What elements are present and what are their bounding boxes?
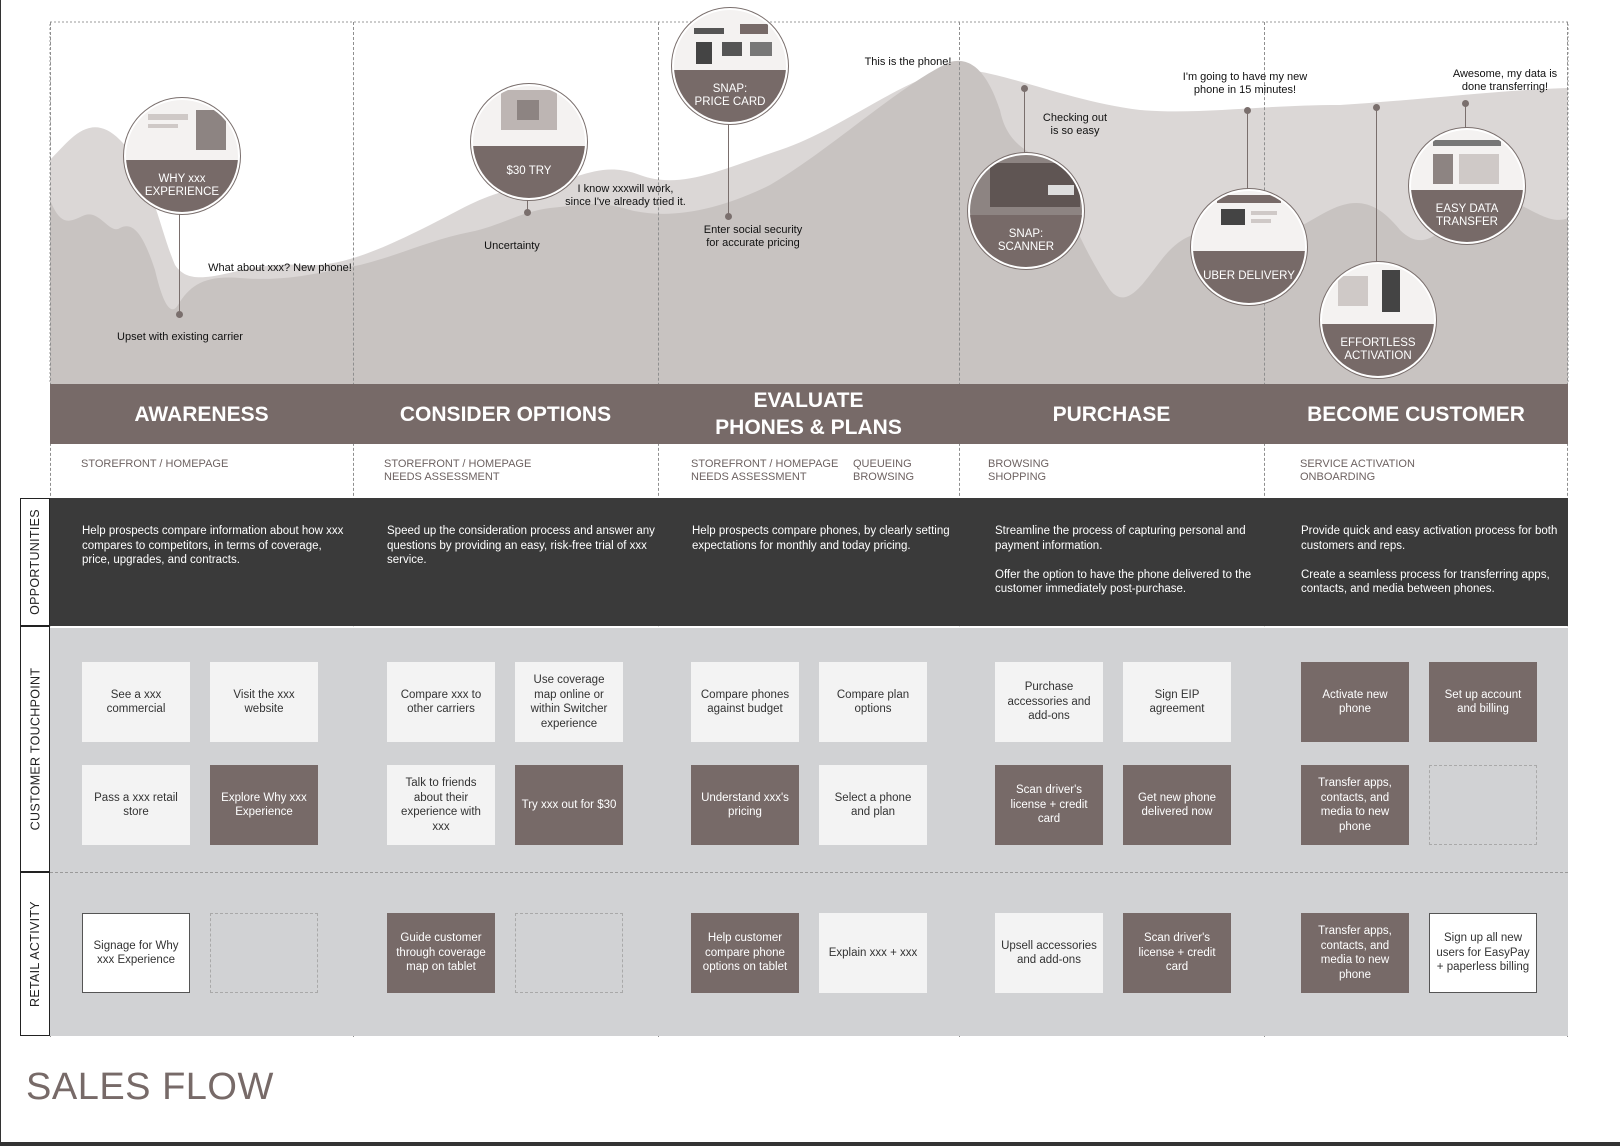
touchpoint-card[interactable]: Purchase accessories and add-ons (995, 662, 1103, 742)
annotation-fifteen-min: I'm going to have my new phone in 15 min… (1182, 71, 1308, 96)
opportunity-text: Help prospects compare phones, by clearl… (692, 525, 950, 552)
annotation-what-about: What about xxx? New phone! (208, 262, 352, 274)
touchpoint-card[interactable]: Get new phone delivered now (1123, 765, 1231, 845)
annotation-upset: Upset with existing carrier (117, 331, 243, 343)
bubble-stem (179, 210, 180, 313)
retail-card[interactable]: Explain xxx + xxx (819, 913, 927, 993)
touchpoint-card[interactable]: Scan driver's license + credit card (995, 765, 1103, 845)
touchpoint-card[interactable]: Activate new phone (1301, 662, 1409, 742)
touchpoint-card[interactable]: Try xxx out for $30 (515, 765, 623, 845)
touchpoint-card[interactable]: Talk to friends about their experience w… (387, 765, 495, 845)
touchpoint-card[interactable]: Compare plan options (819, 662, 927, 742)
phase-evaluate: EVALUATE PHONES & PLANS (715, 389, 902, 439)
annotation-uncertainty: Uncertainty (484, 240, 540, 252)
screenshot-thumbnail (1193, 191, 1305, 254)
moment-dot (524, 209, 531, 216)
empty-card-slot (210, 913, 318, 993)
channel-label: STOREFRONT / HOMEPAGE (81, 458, 229, 470)
channel-label: SERVICE ACTIVATION ONBOARDING (1300, 458, 1415, 483)
annotation-checking-out: Checking out is so easy (1042, 112, 1108, 137)
channel-label: BROWSING SHOPPING (988, 458, 1050, 483)
page-title: SALES FLOW (26, 1066, 274, 1108)
bubble-label: SNAP: SCANNER (970, 215, 1082, 267)
phase-purchase: PURCHASE (1052, 402, 1171, 426)
bubble-scanner[interactable]: SNAP: SCANNER (968, 153, 1084, 269)
bubble-label: WHY xxx EXPERIENCE (126, 160, 238, 212)
bubble-stem (1376, 108, 1377, 262)
phase-awareness: AWARENESS (134, 402, 269, 426)
screenshot-thumbnail (674, 10, 786, 73)
moment-dot (1373, 104, 1380, 111)
empty-card-slot (515, 913, 623, 993)
screenshot-thumbnail (970, 155, 1082, 218)
opportunity-text: Help prospects compare information about… (82, 525, 344, 566)
touchpoint-card[interactable]: Compare phones against budget (691, 662, 799, 742)
annotation-this-is: This is the phone! (864, 56, 952, 68)
retail-card[interactable]: Upsell accessories and add-ons (995, 913, 1103, 993)
annotation-enter-ssn: Enter social security for accurate prici… (703, 224, 803, 249)
touchpoint-card[interactable]: Explore Why xxx Experience (210, 765, 318, 845)
retail-card[interactable]: Help customer compare phone options on t… (691, 913, 799, 993)
screenshot-thumbnail (126, 100, 238, 163)
bubble-uber-delivery[interactable]: UBER DELIVERY (1191, 189, 1307, 305)
retail-card[interactable]: Scan driver's license + credit card (1123, 913, 1231, 993)
moment-dot (1021, 85, 1028, 92)
moment-dot (725, 213, 732, 220)
row-label-touchpoint: CUSTOMER TOUCHPOINT (20, 626, 50, 872)
bubble-easy-data-transfer[interactable]: EASY DATA TRANSFER (1409, 128, 1525, 244)
row-label-retail: RETAIL ACTIVITY (20, 872, 50, 1036)
bubble-price-card[interactable]: SNAP: PRICE CARD (672, 8, 788, 124)
touchpoint-card[interactable]: Transfer apps, contacts, and media to ne… (1301, 765, 1409, 845)
bubble-label: EFFORTLESS ACTIVATION (1322, 324, 1434, 376)
touchpoint-card[interactable]: See a xxx commercial (82, 662, 190, 742)
screenshot-thumbnail (1411, 130, 1523, 193)
bubble-label: $30 TRY (473, 146, 585, 198)
emotion-journey-chart (49, 21, 1569, 384)
bubble-label: UBER DELIVERY (1193, 251, 1305, 303)
retail-card[interactable]: Sign up all new users for EasyPay + pape… (1429, 913, 1537, 993)
touchpoint-card[interactable]: Compare xxx to other carriers (387, 662, 495, 742)
moment-dot (1462, 100, 1469, 107)
retail-card[interactable]: Signage for Why xxx Experience (82, 913, 190, 993)
moment-dot (176, 311, 183, 318)
touchpoint-card[interactable]: Use coverage map online or within Switch… (515, 662, 623, 742)
phase-band (50, 384, 1568, 444)
row-divider (50, 872, 1568, 873)
bubble-stem (1465, 104, 1466, 128)
touchpoint-card[interactable]: Pass a xxx retail store (82, 765, 190, 845)
opportunities-band (50, 498, 1568, 626)
row-label-opportunities: OPPORTUNITIES (20, 498, 50, 626)
phase-consider-options: CONSIDER OPTIONS (399, 402, 612, 426)
channel-label: STOREFRONT / HOMEPAGE NEEDS ASSESSMENT (691, 458, 839, 483)
phase-become-customer: BECOME CUSTOMER (1307, 402, 1525, 426)
touchpoint-card[interactable]: Understand xxx's pricing (691, 765, 799, 845)
touchpoint-card[interactable]: Sign EIP agreement (1123, 662, 1231, 742)
bubble-effortless-activation[interactable]: EFFORTLESS ACTIVATION (1320, 262, 1436, 378)
bubble-stem (1024, 89, 1025, 155)
moment-dot (1244, 107, 1251, 114)
bubble-stem (728, 122, 729, 217)
opportunity-text: Provide quick and easy activation proces… (1301, 525, 1558, 595)
channel-label: STOREFRONT / HOMEPAGE NEEDS ASSESSMENT (384, 458, 532, 483)
bubble-stem (527, 195, 528, 213)
bubble-stem (1247, 111, 1248, 193)
channel-label: QUEUEING BROWSING (853, 458, 915, 483)
screenshot-thumbnail (473, 86, 585, 149)
bubble-label: EASY DATA TRANSFER (1411, 190, 1523, 242)
annotation-awesome: Awesome, my data is done transferring! (1452, 68, 1558, 93)
touchpoint-card[interactable]: Select a phone and plan (819, 765, 927, 845)
bubble-30-try[interactable]: $30 TRY (471, 84, 587, 200)
touchpoint-card[interactable]: Set up account and billing (1429, 662, 1537, 742)
opportunity-text: Streamline the process of capturing pers… (995, 525, 1252, 595)
retail-card[interactable]: Guide customer through coverage map on t… (387, 913, 495, 993)
retail-card[interactable]: Transfer apps, contacts, and media to ne… (1301, 913, 1409, 993)
empty-card-slot (1429, 765, 1537, 845)
bubble-label: SNAP: PRICE CARD (674, 70, 786, 122)
screenshot-thumbnail (1322, 264, 1434, 327)
page-bottom-rule (0, 1142, 1620, 1146)
touchpoint-card[interactable]: Visit the xxx website (210, 662, 318, 742)
journey-curve-dark (50, 60, 1568, 384)
bubble-why-experience[interactable]: WHY xxx EXPERIENCE (124, 98, 240, 214)
opportunity-text: Speed up the consideration process and a… (387, 525, 655, 566)
